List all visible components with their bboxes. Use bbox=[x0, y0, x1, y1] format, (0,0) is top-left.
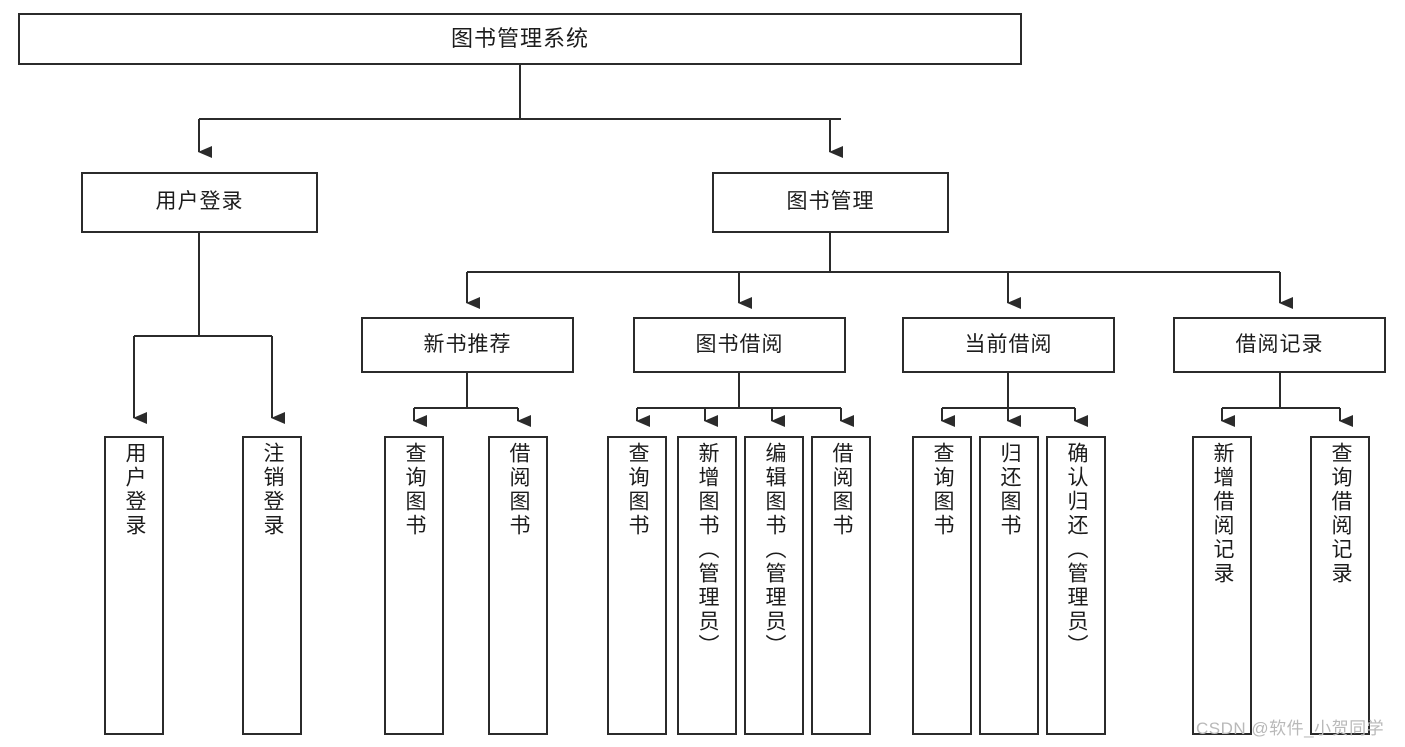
node-user-login-label: 用户登录 bbox=[155, 190, 244, 214]
node-leaf-borrow-book-1-label: 借阅图书 bbox=[507, 442, 531, 538]
node-leaf-add-borrow-record[interactable]: 新增借阅记录 bbox=[1192, 436, 1252, 735]
node-leaf-query-book-3[interactable]: 查询图书 bbox=[912, 436, 972, 735]
node-book-management-label: 图书管理 bbox=[786, 190, 875, 214]
node-new-book-recommend-label: 新书推荐 bbox=[423, 332, 512, 356]
node-leaf-edit-book-admin-label: 编辑图书（管理员） bbox=[763, 442, 787, 658]
node-leaf-add-book-admin[interactable]: 新增图书（管理员） bbox=[677, 436, 737, 735]
node-root[interactable]: 图书管理系统 bbox=[18, 13, 1022, 65]
node-current-borrow[interactable]: 当前借阅 bbox=[902, 317, 1115, 373]
node-borrow-record-label: 借阅记录 bbox=[1235, 332, 1324, 356]
node-book-borrow[interactable]: 图书借阅 bbox=[633, 317, 846, 373]
watermark: CSDN @软件_小贺同学 bbox=[1196, 719, 1385, 738]
node-leaf-add-book-admin-label: 新增图书（管理员） bbox=[696, 442, 720, 658]
node-leaf-query-borrow-record-label: 查询借阅记录 bbox=[1329, 442, 1353, 586]
node-book-borrow-label: 图书借阅 bbox=[695, 332, 784, 356]
node-current-borrow-label: 当前借阅 bbox=[964, 332, 1053, 356]
node-leaf-query-book-1[interactable]: 查询图书 bbox=[384, 436, 444, 735]
node-root-label: 图书管理系统 bbox=[450, 26, 589, 52]
node-leaf-borrow-book-2-label: 借阅图书 bbox=[830, 442, 854, 538]
node-leaf-query-book-1-label: 查询图书 bbox=[403, 442, 427, 538]
node-leaf-edit-book-admin[interactable]: 编辑图书（管理员） bbox=[744, 436, 804, 735]
node-leaf-user-login[interactable]: 用户登录 bbox=[104, 436, 164, 735]
node-leaf-borrow-book-1[interactable]: 借阅图书 bbox=[488, 436, 548, 735]
node-leaf-confirm-return-admin-label: 确认归还（管理员） bbox=[1065, 442, 1089, 658]
node-leaf-query-book-2-label: 查询图书 bbox=[626, 442, 650, 538]
node-leaf-query-borrow-record[interactable]: 查询借阅记录 bbox=[1310, 436, 1370, 735]
node-leaf-add-borrow-record-label: 新增借阅记录 bbox=[1211, 442, 1235, 586]
node-new-book-recommend[interactable]: 新书推荐 bbox=[361, 317, 574, 373]
node-leaf-return-book-label: 归还图书 bbox=[998, 442, 1022, 538]
node-leaf-query-book-2[interactable]: 查询图书 bbox=[607, 436, 667, 735]
node-leaf-logout[interactable]: 注销登录 bbox=[242, 436, 302, 735]
node-leaf-logout-label: 注销登录 bbox=[261, 442, 285, 538]
node-leaf-confirm-return-admin[interactable]: 确认归还（管理员） bbox=[1046, 436, 1106, 735]
node-borrow-record[interactable]: 借阅记录 bbox=[1173, 317, 1386, 373]
node-book-management[interactable]: 图书管理 bbox=[712, 172, 949, 233]
node-leaf-return-book[interactable]: 归还图书 bbox=[979, 436, 1039, 735]
node-leaf-query-book-3-label: 查询图书 bbox=[931, 442, 955, 538]
node-leaf-borrow-book-2[interactable]: 借阅图书 bbox=[811, 436, 871, 735]
node-leaf-user-login-label: 用户登录 bbox=[123, 442, 147, 538]
node-user-login[interactable]: 用户登录 bbox=[81, 172, 318, 233]
